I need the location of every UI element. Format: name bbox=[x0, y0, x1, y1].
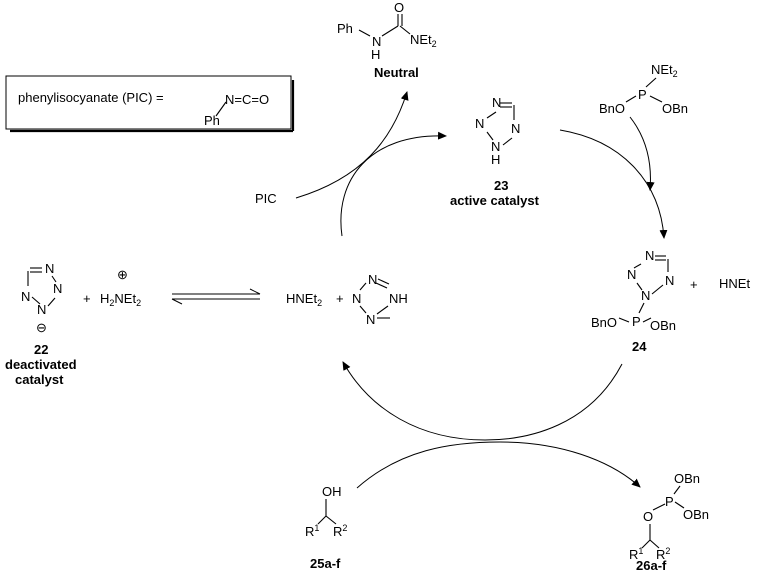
tz22-n3: N bbox=[21, 289, 30, 304]
arrow-to-catalyst-23 bbox=[340, 131, 447, 237]
amine-and-tetrazole: HNEt2 + N NH N N bbox=[286, 272, 408, 327]
legend-phenyl: Ph bbox=[204, 113, 220, 128]
tz24-n2: N bbox=[665, 273, 674, 288]
diethylammonium: + ⊕ H2NEt2 bbox=[83, 267, 141, 308]
tz22-negative-charge: ⊖ bbox=[36, 320, 47, 335]
intermediate-24: N N N N P BnO OBn 24 + HNEt bbox=[591, 248, 750, 354]
alcohol-r1: R1 bbox=[305, 523, 319, 539]
deactivated-label-line2: catalyst bbox=[15, 372, 64, 387]
deactivated-catalyst-22: N N N N ⊖ 22 deactivated catalyst bbox=[5, 261, 77, 387]
cycle-arrows bbox=[295, 91, 668, 489]
urea-phenyl: Ph bbox=[337, 21, 353, 36]
int24-number: 24 bbox=[632, 339, 647, 354]
alcohol-number: 25a-f bbox=[310, 556, 341, 571]
arrow-pic-to-neutral bbox=[295, 91, 409, 199]
urea-hydrogen: H bbox=[371, 47, 380, 62]
int24-phosphorus: P bbox=[632, 314, 641, 329]
product-oxygen: O bbox=[643, 509, 653, 524]
tz24-n1: N bbox=[645, 248, 654, 263]
tzm-n1: N bbox=[368, 272, 377, 287]
product-obn-top: OBn bbox=[674, 471, 700, 486]
alcohol-25: OH R1 R2 25a-f bbox=[305, 484, 347, 571]
reagent-obn-right: OBn bbox=[662, 101, 688, 116]
tz24-n3: N bbox=[627, 267, 636, 282]
catalyst-23-label: active catalyst bbox=[450, 193, 540, 208]
ammonium-formula: H2NEt2 bbox=[100, 291, 141, 308]
reagent-diethylamino: NEt2 bbox=[651, 62, 678, 79]
tz22-n4: N bbox=[37, 302, 46, 317]
deactivated-label-line1: deactivated bbox=[5, 357, 77, 372]
legend-isocyanate-group: N=C=O bbox=[225, 92, 269, 107]
tz23-n1: N bbox=[492, 95, 501, 110]
int24-obn-left: BnO bbox=[591, 315, 617, 330]
arrow-alcohol-to-product bbox=[356, 441, 641, 489]
ammonium-charge: ⊕ bbox=[117, 267, 128, 282]
product-26: OBn P OBn O R1 R2 26a-f bbox=[629, 471, 709, 573]
legend-label: phenylisocyanate (PIC) = bbox=[18, 90, 164, 105]
product-obn-right: OBn bbox=[683, 507, 709, 522]
arrow-reagent-in bbox=[629, 116, 655, 191]
active-catalyst-23: N N N N H 23 active catalyst bbox=[450, 95, 540, 208]
diethylamine-right: HNEt bbox=[719, 276, 750, 291]
catalyst-22-number: 22 bbox=[34, 342, 48, 357]
pic-definition-box: phenylisocyanate (PIC) = N=C=O Ph bbox=[5, 75, 295, 133]
product-number: 26a-f bbox=[636, 558, 667, 573]
urea-diethylamino: NEt2 bbox=[410, 32, 437, 49]
catalyst-23-number: 23 bbox=[494, 178, 508, 193]
tz22-n2: N bbox=[53, 281, 62, 296]
tz23-h: H bbox=[491, 152, 500, 167]
pic-label: PIC bbox=[255, 191, 277, 206]
tzm-n2: N bbox=[352, 291, 361, 306]
product-r1: R1 bbox=[629, 546, 643, 562]
tz23-n3: N bbox=[475, 116, 484, 131]
tz22-n1: N bbox=[45, 261, 54, 276]
plus-sign-middle: + bbox=[336, 291, 344, 306]
plus-sign-right: + bbox=[690, 277, 698, 292]
neutral-label: Neutral bbox=[374, 65, 419, 80]
diethylamine: HNEt2 bbox=[286, 291, 322, 308]
reagent-obn-left: BnO bbox=[599, 101, 625, 116]
alcohol-oh: OH bbox=[322, 484, 342, 499]
urea-nitrogen: N bbox=[372, 34, 381, 49]
reagent-phosphorus: P bbox=[638, 87, 647, 102]
int24-obn-right: OBn bbox=[650, 318, 676, 333]
tzm-nh: NH bbox=[389, 291, 408, 306]
neutral-urea: Ph N H O NEt2 Neutral bbox=[337, 0, 437, 80]
product-phosphorus: P bbox=[665, 494, 674, 509]
tz23-n2: N bbox=[511, 121, 520, 136]
tz23-n4: N bbox=[491, 139, 500, 154]
arrow-24-to-amine bbox=[342, 361, 623, 441]
urea-oxygen: O bbox=[394, 0, 404, 15]
tz24-n4: N bbox=[641, 288, 650, 303]
plus-sign-left: + bbox=[83, 291, 91, 306]
product-r2: R2 bbox=[656, 546, 670, 562]
legend-border bbox=[5, 75, 292, 130]
equilibrium-arrow bbox=[171, 288, 261, 305]
tzm-n3: N bbox=[366, 312, 375, 327]
alcohol-r2: R2 bbox=[333, 523, 347, 539]
phosphoramidite-reagent: NEt2 P BnO OBn bbox=[599, 62, 688, 116]
arrow-catalyst-to-24 bbox=[559, 129, 668, 239]
